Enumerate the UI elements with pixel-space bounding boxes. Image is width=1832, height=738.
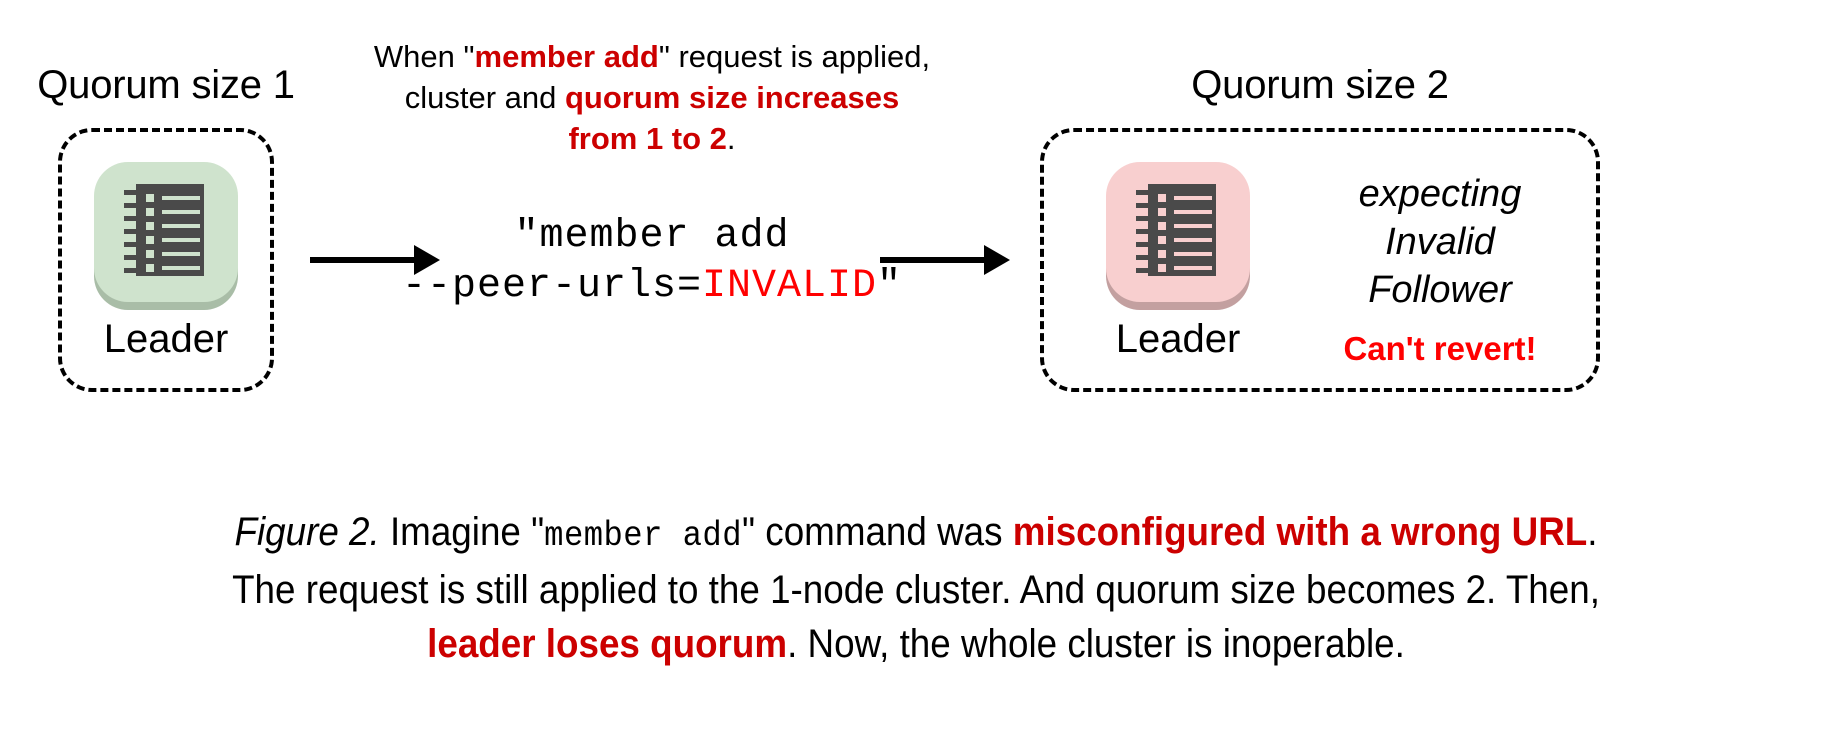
caption-line-1: Figure 2. Imagine "member add" command w… (234, 510, 1598, 556)
left-node-label: Leader (103, 317, 229, 361)
left-cluster-box (58, 128, 274, 392)
server-rack-icon (90, 158, 242, 310)
right-cluster-group: Quorum size 2 (1040, 62, 1600, 392)
server-tab (1136, 203, 1150, 208)
figure-label: Figure 2. (234, 510, 380, 554)
command-text: "member add --peer-urls=INVALID" (392, 212, 912, 312)
caption-line-2: The request is still applied to the 1-no… (232, 568, 1600, 612)
server-tab (124, 216, 138, 221)
annotation-note: When "member add" request is applied, cl… (352, 36, 952, 159)
server-tab (1136, 255, 1150, 260)
arrow-right-icon-right (880, 245, 1010, 275)
left-cluster-title: Quorum size 1 (37, 63, 295, 107)
server-tab (1136, 229, 1150, 234)
figure-caption: Figure 2. Imagine "member add" command w… (73, 505, 1758, 671)
server-tab (1136, 268, 1150, 273)
side-note-line-1: expecting (1358, 173, 1522, 215)
note-highlight-member-add: member add (474, 39, 659, 74)
caption-line-3: leader loses quorum. Now, the whole clus… (427, 622, 1405, 666)
command-line-1: "member add (514, 214, 790, 259)
note-line-2: cluster and quorum size increases (404, 80, 900, 115)
server-tab (124, 203, 138, 208)
caption-highlight-leader-loses-quorum: leader loses quorum (427, 622, 788, 666)
server-rack-icon (1102, 158, 1254, 310)
left-node: Leader (81, 158, 251, 362)
server-tab (1136, 242, 1150, 247)
server-tab (124, 255, 138, 260)
command-line-2: --peer-urls=INVALID" (401, 264, 903, 309)
cant-revert-warning: Can't revert! (1343, 330, 1537, 367)
right-side-note: expecting Invalid Follower Can't revert! (1290, 170, 1590, 368)
arrow-right-icon-left (310, 245, 440, 275)
right-node: Leader (1093, 158, 1263, 362)
server-tab (1136, 216, 1150, 221)
caption-highlight-misconfigured: misconfigured with a wrong URL (1012, 510, 1588, 554)
left-cluster-group: Quorum size 1 (36, 62, 296, 392)
server-tab (124, 242, 138, 247)
figure-diagram: Quorum size 1 (36, 36, 1600, 392)
note-line-1: When "member add" request is applied, (373, 39, 931, 74)
right-node-label: Leader (1115, 317, 1241, 361)
note-highlight-quorum: quorum size increases (565, 80, 900, 115)
server-glyph (124, 184, 204, 276)
right-cluster-box (1040, 128, 1600, 392)
server-tab (124, 190, 138, 195)
right-cluster-title: Quorum size 2 (1191, 63, 1449, 107)
server-tab (1136, 190, 1150, 195)
side-note-line-2: Invalid (1385, 221, 1495, 263)
note-highlight-from-1-to-2: from 1 to 2 (568, 121, 727, 156)
side-note-line-3: Follower (1368, 269, 1512, 311)
caption-mono-member-add: member add (544, 516, 743, 556)
server-tab (124, 268, 138, 273)
server-glyph (1136, 184, 1216, 276)
note-line-3: from 1 to 2. (568, 121, 736, 156)
command-invalid-token: INVALID (702, 264, 878, 309)
server-tab (124, 229, 138, 234)
